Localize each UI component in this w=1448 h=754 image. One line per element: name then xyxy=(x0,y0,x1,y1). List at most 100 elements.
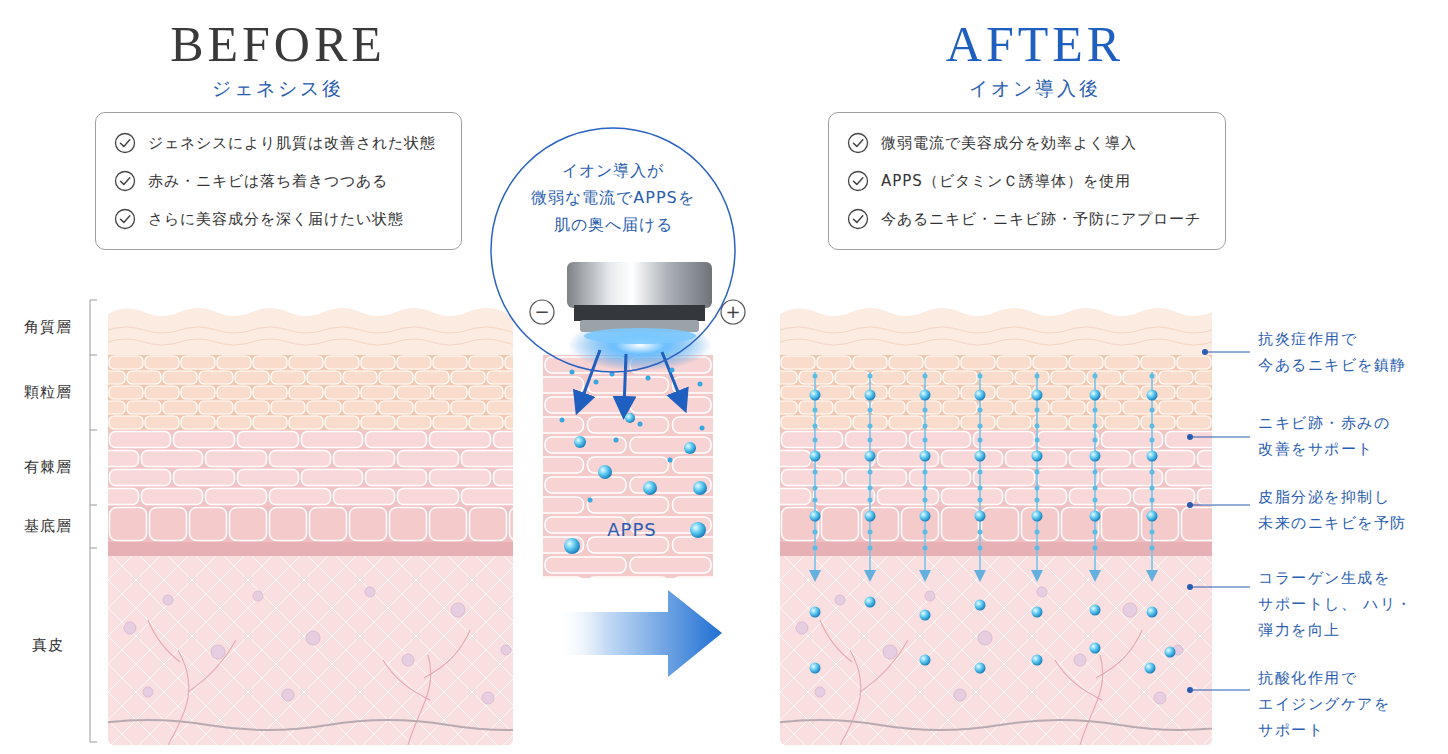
magnified-view xyxy=(643,481,657,495)
magnified-view xyxy=(580,350,600,404)
magnified-view xyxy=(580,350,682,408)
check-text: 微弱電流で美容成分を効率よく導入 xyxy=(881,134,1137,153)
delivery-columns xyxy=(920,372,931,576)
layer-name: 角質層 xyxy=(10,317,86,337)
magnified-view xyxy=(614,438,619,443)
check-icon xyxy=(854,178,863,185)
effect-note: 抗酸化作用で エイジングケアを サポート xyxy=(1258,665,1436,743)
check-icon xyxy=(121,216,130,223)
magnified-view xyxy=(638,422,643,427)
check-icon xyxy=(121,178,130,185)
magnified-view xyxy=(662,352,682,402)
magnified-view xyxy=(560,368,705,503)
leader-line xyxy=(1190,587,1250,588)
check-icon xyxy=(849,210,868,229)
check-icon xyxy=(114,170,136,192)
magnified-view xyxy=(594,380,599,385)
skin-before xyxy=(108,308,513,745)
delivery-columns xyxy=(1032,607,1043,618)
check-text: 赤み・ニキビは落ち着きつつある xyxy=(148,172,388,191)
delivery-columns xyxy=(1090,372,1101,576)
magnified-view xyxy=(564,538,580,554)
layer-name: 有棘層 xyxy=(10,457,86,477)
magnified-view xyxy=(491,128,745,578)
check-icon xyxy=(116,134,135,153)
delivery-columns xyxy=(920,610,931,621)
magnified-view xyxy=(700,426,705,431)
section-heading: BEFORE xyxy=(88,14,468,74)
magnified-view xyxy=(598,465,612,479)
callout-circle: イオン導入が 微弱な電流でAPPSを 肌の奥へ届ける xyxy=(490,127,736,373)
check-icon xyxy=(854,140,863,147)
magnified-view xyxy=(491,128,735,372)
effect-note: ニキビ跡・赤みの 改善をサポート xyxy=(1258,410,1436,462)
magnified-view xyxy=(690,522,706,538)
magnified-view xyxy=(543,355,713,578)
section-subheading: ジェネシス後 xyxy=(128,75,428,101)
skin-before xyxy=(108,308,513,745)
check-icon xyxy=(116,172,135,191)
check-icon xyxy=(121,140,130,147)
checklist-box: 微弱電流で美容成分を効率よく導入 APPS（ビタミンＣ誘導体）を使用今あるニキビ・… xyxy=(828,112,1226,250)
delivery-columns xyxy=(865,597,876,608)
delivery-columns xyxy=(1090,605,1101,616)
delivery-columns xyxy=(920,655,931,666)
delivery-columns xyxy=(810,597,1176,674)
circle-outline xyxy=(491,128,735,372)
check-icon xyxy=(854,216,863,223)
delivery-columns xyxy=(975,372,986,576)
check-icon xyxy=(847,170,869,192)
check-item: ジェネシスにより肌質は改善された状態 xyxy=(114,124,441,162)
layer-bracket xyxy=(90,300,97,742)
magnified-view xyxy=(670,368,675,373)
polarity-sign: + xyxy=(721,300,745,324)
check-icon xyxy=(116,210,135,229)
magnified-view xyxy=(567,262,712,308)
effect-note: 抗炎症作用で 今あるニキビを鎮静 xyxy=(1258,326,1436,378)
delivery-columns xyxy=(865,372,876,576)
delivery-columns xyxy=(810,372,1176,674)
section-subheading: イオン導入後 xyxy=(885,75,1185,101)
magnified-view xyxy=(684,442,696,454)
magnified-view xyxy=(564,413,707,554)
delivery-columns xyxy=(975,663,986,674)
delivery-columns xyxy=(1165,647,1176,658)
leader-line xyxy=(1190,690,1250,691)
delivery-columns xyxy=(1147,607,1158,618)
magnified-view xyxy=(530,300,554,324)
ingredient-label: APPS xyxy=(592,518,672,542)
check-item: 微弱電流で美容成分を効率よく導入 xyxy=(847,124,1205,162)
checklist-box: ジェネシスにより肌質は改善された状態赤み・ニキビは落ち着きつつあるさらに美容成分… xyxy=(95,112,462,250)
effect-note: コラーゲン生成を サポートし、 ハリ・弾力を向上 xyxy=(1258,565,1436,643)
magnified-view xyxy=(693,481,707,495)
leader-line xyxy=(1187,584,1193,590)
skin-after xyxy=(780,308,1212,745)
leader-line xyxy=(1187,687,1193,693)
check-icon xyxy=(847,132,869,154)
section-heading: AFTER xyxy=(845,14,1225,74)
magnified-view xyxy=(560,418,565,423)
magnified-view xyxy=(646,376,651,381)
layer-name: 顆粒層 xyxy=(10,382,86,402)
leader-line xyxy=(1187,502,1193,508)
magnified-view xyxy=(721,300,745,324)
check-item: 今あるニキビ・ニキビ跡・予防にアプローチ xyxy=(847,200,1205,238)
layer-name: 基底層 xyxy=(10,516,86,536)
effect-note: 皮脂分泌を抑制し 未来のニキビを予防 xyxy=(1258,484,1436,536)
check-text: さらに美容成分を深く届けたい状態 xyxy=(148,210,404,229)
leader-line xyxy=(1190,505,1250,506)
leader-line xyxy=(1202,349,1208,355)
magnified-view xyxy=(588,498,593,503)
check-icon xyxy=(114,132,136,154)
circle-text: イオン導入が 微弱な電流でAPPSを 肌の奥へ届ける xyxy=(490,157,736,238)
delivery-columns xyxy=(1145,663,1156,674)
leader-line xyxy=(1205,352,1250,353)
leader-line xyxy=(1190,437,1250,438)
callout-text: イオン導入が 微弱な電流でAPPSを 肌の奥へ届ける xyxy=(518,157,708,238)
magnified-view xyxy=(574,436,586,448)
magnified-view xyxy=(624,354,626,408)
magnified-view xyxy=(584,328,696,344)
progress-arrow xyxy=(555,590,722,677)
check-item: APPS（ビタミンＣ誘導体）を使用 xyxy=(847,162,1205,200)
